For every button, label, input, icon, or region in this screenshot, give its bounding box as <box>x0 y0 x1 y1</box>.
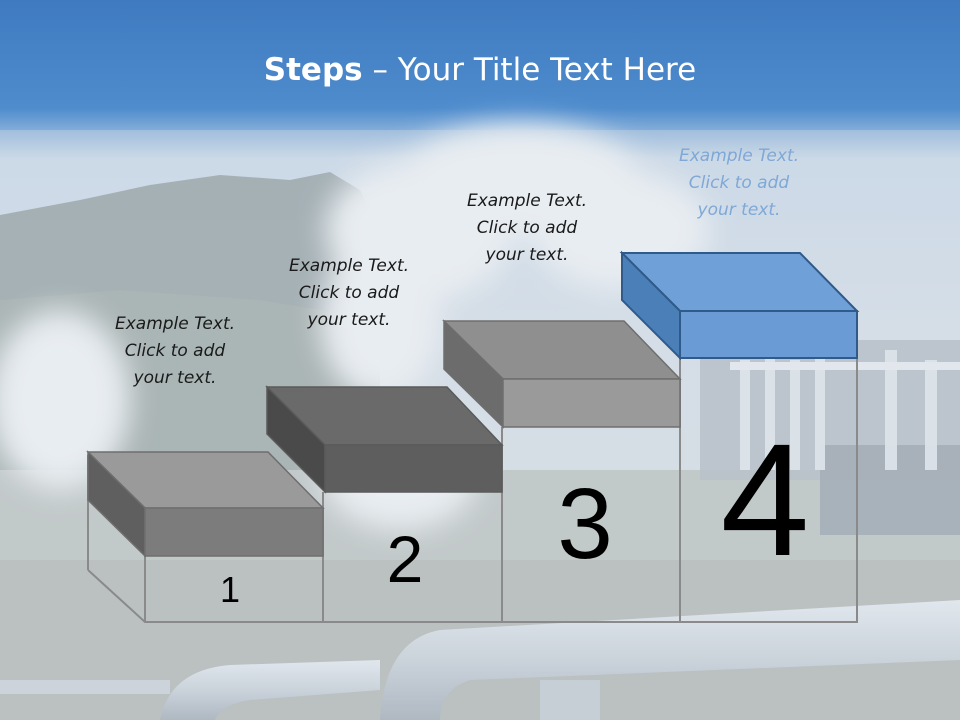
caption-line: Example Text. <box>288 256 410 276</box>
step-caption-1[interactable]: Example Text. Click to add your text. <box>80 311 270 392</box>
caption-line: Click to add <box>298 283 400 303</box>
title-bold-part: Steps <box>263 52 363 88</box>
step-caption-4[interactable]: Example Text. Click to add your text. <box>644 143 834 224</box>
caption-line: Example Text. <box>678 146 800 166</box>
step-block-2[interactable] <box>265 385 504 494</box>
step-number-3: 3 <box>557 468 613 580</box>
step-number-1: 1 <box>219 569 241 610</box>
caption-line: Example Text. <box>114 314 236 334</box>
step-number-4: 4 <box>720 410 810 589</box>
caption-line: Example Text. <box>466 191 588 211</box>
step-block-4[interactable] <box>619 250 860 361</box>
step-number-2: 2 <box>386 522 424 596</box>
caption-line: your text. <box>133 368 217 388</box>
slide-title[interactable]: Steps – Your Title Text Here <box>0 52 960 88</box>
title-rest-part: – Your Title Text Here <box>362 52 697 88</box>
caption-line: Click to add <box>688 173 790 193</box>
step-block-3[interactable] <box>442 319 682 429</box>
step-caption-2[interactable]: Example Text. Click to add your text. <box>254 253 444 334</box>
caption-line: your text. <box>697 200 781 220</box>
caption-line: your text. <box>307 310 391 330</box>
caption-line: Click to add <box>476 218 578 238</box>
caption-line: your text. <box>485 245 569 265</box>
caption-line: Click to add <box>124 341 226 361</box>
step-caption-3[interactable]: Example Text. Click to add your text. <box>432 188 622 269</box>
step-block-1[interactable] <box>86 450 325 558</box>
